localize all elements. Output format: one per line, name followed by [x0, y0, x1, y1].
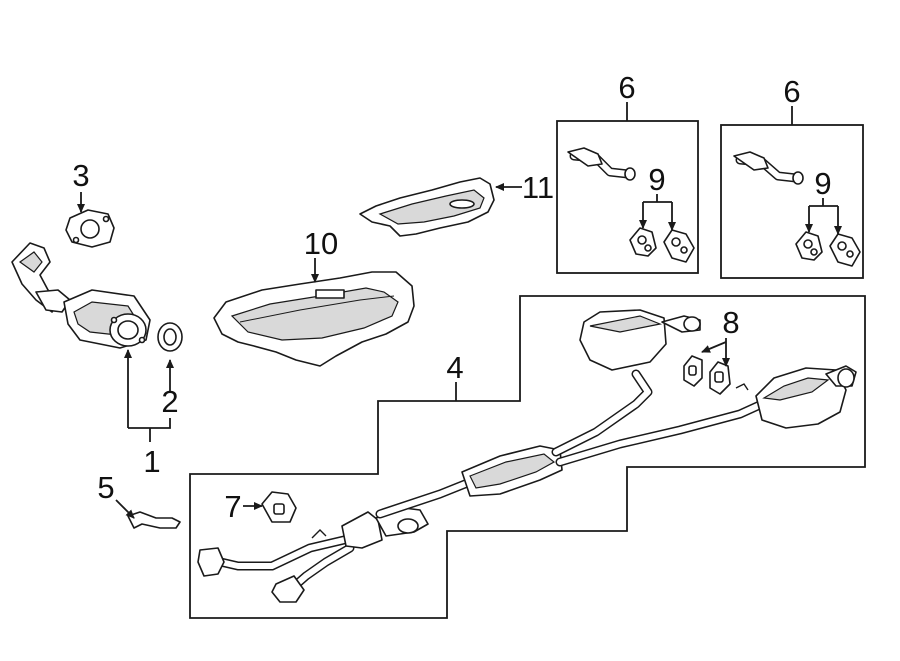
callout-9-right: 9	[814, 166, 831, 201]
callout-1: 1	[143, 444, 160, 479]
part-2-ring-gasket	[157, 322, 183, 352]
part-9-isolators-right	[795, 231, 861, 267]
callout-leaders	[77, 102, 842, 519]
part-10-heat-shield	[213, 271, 415, 367]
callout-10: 10	[304, 226, 338, 261]
callout-2: 2	[161, 384, 178, 419]
exhaust-system-box	[189, 295, 866, 619]
callout-4: 4	[446, 350, 463, 385]
callout-3: 3	[72, 158, 89, 193]
part-4-exhaust-system	[197, 309, 857, 603]
part-7-isolator	[261, 491, 297, 523]
part-11-heat-shield-upper	[359, 177, 495, 237]
callout-7: 7	[224, 489, 241, 524]
part-1-catalytic-converter	[11, 242, 151, 349]
part-3-flange-gasket	[65, 209, 115, 248]
callout-11: 11	[522, 170, 554, 205]
part-9-isolators-left	[629, 227, 695, 263]
callout-6-left: 6	[618, 70, 635, 105]
part-5-hanger-bracket	[127, 511, 181, 529]
part-8-isolators	[683, 355, 731, 395]
callout-9-left: 9	[648, 162, 665, 197]
callout-8: 8	[722, 305, 739, 340]
callout-5: 5	[97, 470, 114, 505]
callout-6-right: 6	[783, 74, 800, 109]
part-6-hanger-right	[733, 151, 804, 185]
part-6-hanger-left	[567, 147, 636, 181]
